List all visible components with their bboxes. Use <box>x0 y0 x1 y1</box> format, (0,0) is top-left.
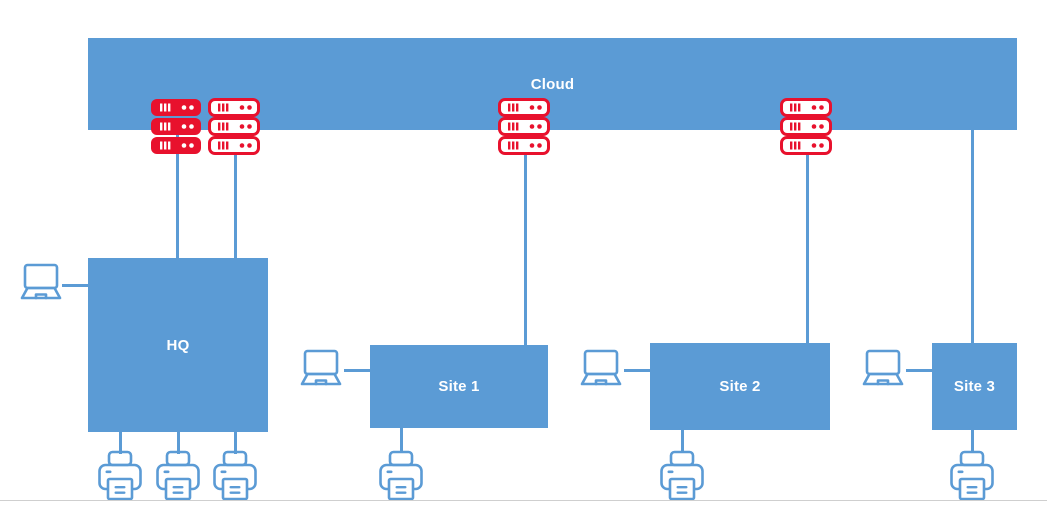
site-box-site-2[interactable]: Site 2 <box>650 343 830 430</box>
link-cloud-to-site-1 <box>524 130 527 347</box>
link-site-2-to-printer <box>681 430 684 452</box>
server-rack-icon <box>780 98 832 155</box>
printer-hq-3[interactable] <box>212 450 258 502</box>
printer-icon <box>660 450 704 501</box>
server-rack-icon <box>208 98 260 155</box>
printer-hq-1[interactable] <box>97 450 143 502</box>
printer-icon <box>98 450 142 501</box>
laptop-site-3[interactable] <box>860 348 906 390</box>
printer-icon <box>379 450 423 501</box>
laptop-hq[interactable] <box>18 262 64 304</box>
bottom-divider <box>0 500 1047 501</box>
printer-icon <box>950 450 994 501</box>
site-box-site-3[interactable]: Site 3 <box>932 343 1017 430</box>
link-site-1-to-printer <box>400 428 403 452</box>
link-laptop-to-site-2 <box>624 369 652 372</box>
printer-hq-2[interactable] <box>155 450 201 502</box>
server-rack-icon <box>498 98 550 155</box>
server-rack-hq-primary[interactable] <box>150 98 202 156</box>
link-laptop-to-hq <box>62 284 90 287</box>
site-label-hq: HQ <box>166 336 190 354</box>
laptop-site-2[interactable] <box>578 348 624 390</box>
server-rack-site-1[interactable] <box>498 98 550 156</box>
printer-site-3[interactable] <box>949 450 995 502</box>
laptop-icon <box>862 349 904 386</box>
site-label-site-2: Site 2 <box>719 378 761 395</box>
server-rack-site-2[interactable] <box>780 98 832 156</box>
printer-icon <box>213 450 257 501</box>
site-box-site-1[interactable]: Site 1 <box>370 345 548 428</box>
site-box-hq[interactable]: HQ <box>88 258 268 432</box>
printer-site-2[interactable] <box>659 450 705 502</box>
link-hq-to-printer-3 <box>234 432 237 454</box>
link-cloud-to-hq-b <box>234 130 237 260</box>
printer-site-1[interactable] <box>378 450 424 502</box>
link-cloud-to-site-2 <box>806 130 809 345</box>
link-site-3-to-printer <box>971 430 974 452</box>
site-label-site-1: Site 1 <box>438 378 480 395</box>
laptop-site-1[interactable] <box>298 348 344 390</box>
link-laptop-to-site-3 <box>906 369 934 372</box>
link-laptop-to-site-1 <box>344 369 372 372</box>
laptop-icon <box>20 263 62 300</box>
laptop-icon <box>580 349 622 386</box>
printer-icon <box>156 450 200 501</box>
link-cloud-to-hq-a <box>176 130 179 260</box>
cloud-label: Cloud <box>530 75 575 93</box>
laptop-icon <box>300 349 342 386</box>
server-rack-hq-secondary[interactable] <box>208 98 260 156</box>
site-label-site-3: Site 3 <box>953 378 996 395</box>
link-cloud-to-site-3 <box>971 130 974 345</box>
link-hq-to-printer-1 <box>119 432 122 454</box>
link-hq-to-printer-2 <box>177 432 180 454</box>
server-rack-icon <box>151 99 201 154</box>
